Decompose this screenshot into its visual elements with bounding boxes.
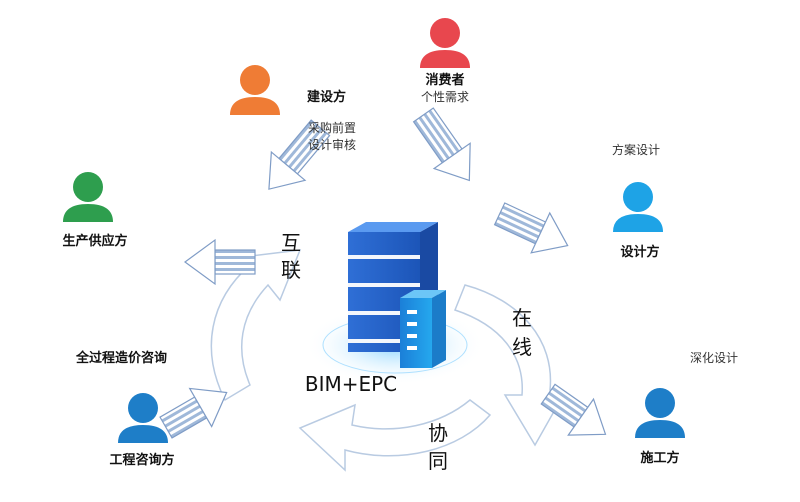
- cycle-word-hu: 互: [281, 231, 301, 255]
- consultant-person-icon: [118, 393, 168, 443]
- arrow-from-designer: [493, 202, 569, 254]
- consultant-label: 工程咨询方: [109, 452, 174, 468]
- arrow-from-builder: [268, 119, 331, 190]
- designer-person-icon: [613, 182, 663, 232]
- consumer-label: 消费者: [425, 72, 464, 88]
- contractor-label: 施工方: [640, 450, 679, 466]
- incoming-arrows: [159, 107, 607, 439]
- designer-note: 方案设计: [612, 142, 660, 157]
- cycle-word-zai: 在: [512, 306, 532, 330]
- cycle-word-tong: 同: [428, 449, 448, 473]
- contractor-note: 深化设计: [690, 351, 738, 365]
- producer-label: 生产供应方: [62, 233, 127, 249]
- arrow-from-consultant: [159, 387, 228, 439]
- consultant-note: 全过程造价咨询: [75, 350, 167, 366]
- builder-person-icon: [230, 65, 280, 115]
- builder-note-line1: 采购前置: [308, 120, 356, 135]
- arrow-to-contractor: [540, 383, 607, 436]
- producer-person-icon: [63, 172, 113, 222]
- arrow-to-producer: [183, 238, 256, 286]
- builder-note-line2: 设计审核: [308, 137, 356, 152]
- cycle-arrows: [210, 249, 567, 472]
- center-label: BIM+EPC: [305, 372, 397, 396]
- cycle-word-lian: 联: [281, 258, 301, 282]
- cycle-word-xie: 协: [428, 421, 448, 445]
- cycle-word-xian: 线: [512, 335, 532, 359]
- building-illustration: [305, 222, 485, 385]
- consumer-person-icon: [420, 18, 470, 68]
- builder-label: 建设方: [307, 89, 346, 105]
- consumer-sub-label: 个性需求: [421, 90, 469, 104]
- arrow-from-consumer: [412, 107, 471, 182]
- contractor-person-icon: [635, 388, 685, 438]
- designer-label: 设计方: [620, 244, 659, 260]
